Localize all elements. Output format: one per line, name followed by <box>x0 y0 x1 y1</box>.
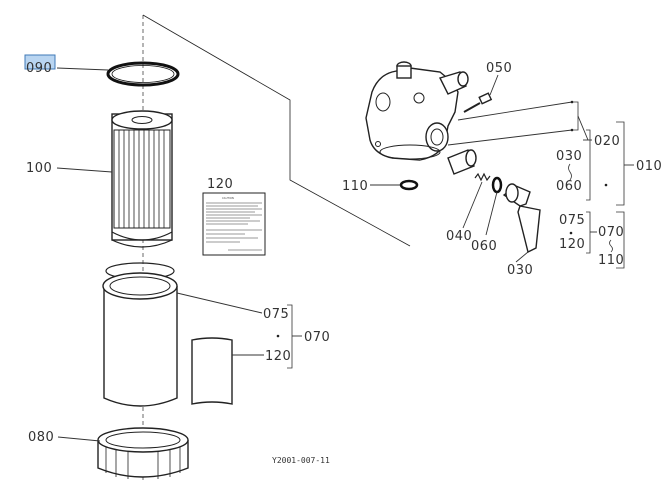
label-100[interactable]: 100 <box>26 161 52 176</box>
label-075[interactable]: 075 <box>263 307 289 322</box>
label-040[interactable]: 040 <box>446 229 472 244</box>
leader-030 <box>515 251 529 263</box>
label-075-right[interactable]: 075 <box>559 213 585 228</box>
bracket-020-group <box>586 129 591 201</box>
small-o-ring-part[interactable] <box>491 176 503 194</box>
label-070-right[interactable]: 070 <box>598 225 624 240</box>
label-120-caution[interactable]: 120 <box>207 177 233 192</box>
label-090[interactable]: 090 <box>26 61 52 76</box>
bracket-020 <box>573 101 579 131</box>
cock-lever-part[interactable] <box>502 183 541 254</box>
fuel-cock-body-part[interactable] <box>365 61 469 161</box>
label-010[interactable]: 010 <box>636 159 662 174</box>
label-050[interactable]: 050 <box>486 61 512 76</box>
gasket-part[interactable] <box>399 179 419 191</box>
label-110[interactable]: 110 <box>342 179 368 194</box>
label-030-upper[interactable]: 030 <box>556 149 582 164</box>
label-060[interactable]: 060 <box>471 239 497 254</box>
bracket-110-right <box>616 211 625 269</box>
spring-part[interactable] <box>474 172 491 182</box>
caution-label-title: CAUTION <box>222 196 234 200</box>
drawing-code: Y2001-007-11 <box>272 456 330 465</box>
filter-element-part[interactable] <box>111 110 173 248</box>
leader-040 <box>462 181 483 229</box>
label-080[interactable]: 080 <box>28 430 54 445</box>
label-120-cup[interactable]: 120 <box>265 349 291 364</box>
bracket-dot <box>276 334 280 338</box>
retaining-ring-part[interactable] <box>97 427 189 479</box>
screw-part[interactable] <box>463 92 493 113</box>
leader-060 <box>485 191 498 236</box>
leader-080 <box>57 436 101 442</box>
assembly-guide-line <box>142 14 411 247</box>
label-020[interactable]: 020 <box>594 134 620 149</box>
label-060-upper[interactable]: 060 <box>556 179 582 194</box>
filter-cup-part[interactable] <box>102 262 178 407</box>
label-120-right[interactable]: 120 <box>559 237 585 252</box>
leader-075 <box>176 292 263 314</box>
caution-label-part[interactable]: CAUTION <box>202 192 266 256</box>
o-ring-part[interactable] <box>106 61 180 87</box>
highlight-box[interactable] <box>24 54 56 70</box>
cock-plug-part[interactable] <box>447 149 477 175</box>
leader-100 <box>56 167 113 173</box>
leader-050 <box>489 74 499 96</box>
bracket-070-right <box>586 211 591 254</box>
label-070[interactable]: 070 <box>304 330 330 345</box>
leader-090 <box>56 67 109 71</box>
cup-sticker-part[interactable] <box>191 337 233 405</box>
label-110-right[interactable]: 110 <box>598 253 624 268</box>
bracket-070 <box>287 304 293 369</box>
label-030[interactable]: 030 <box>507 263 533 278</box>
bracket-010 <box>616 121 625 206</box>
